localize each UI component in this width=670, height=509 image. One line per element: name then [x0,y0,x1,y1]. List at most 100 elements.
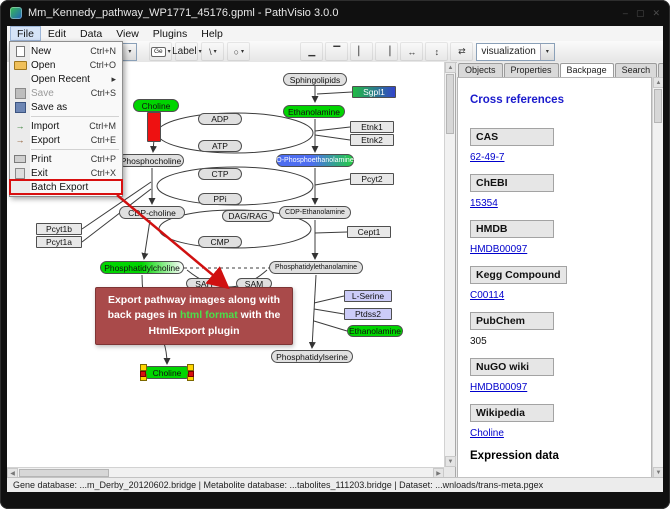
xref-link[interactable]: C00114 [470,290,505,301]
open-folder-icon [12,59,28,71]
pathway-node-atp[interactable]: ATP [198,140,242,152]
scrollbar-thumb[interactable] [654,89,662,123]
pathway-node-ptdss2[interactable]: Ptdss2 [344,308,392,320]
zoom-dropdown-button[interactable]: ▾ [122,43,137,60]
pathway-node-phosphatidylethanolamine[interactable]: Phosphatidylethanolamine [269,261,363,274]
pathway-node-choline[interactable]: Choline [133,99,179,112]
canvas-vertical-scrollbar[interactable]: ▲ ▼ [444,62,456,467]
common-height-button[interactable]: ↕ [425,42,449,61]
pathway-node-adp[interactable]: ADP [198,113,242,125]
menu-view[interactable]: View [116,27,139,40]
menu-item-label: Save [31,87,54,99]
align-top-button[interactable]: ▔ [325,42,349,61]
pathway-node-ethanolamine[interactable]: Ethanolamine [283,105,345,118]
scroll-down-button[interactable]: ▼ [445,456,456,467]
pathway-node-pcyt1b[interactable]: Pcyt1b [36,223,82,235]
menu-edit[interactable]: Edit [47,27,67,40]
align-right-button[interactable]: ▕ [375,42,399,61]
maximize-button[interactable]: ▢ [635,7,645,18]
xref-link[interactable]: HMDB00097 [470,244,528,255]
visualization-combobox[interactable]: visualization ▾ [476,42,555,61]
pathway-node-ctp[interactable]: CTP [198,168,242,180]
menu-file[interactable]: File [10,26,41,41]
file-menu-item-open-recent[interactable]: Open Recent▸ [10,72,122,86]
pathway-node-etnk2[interactable]: Etnk2 [350,134,394,146]
datanode-tool-button[interactable]: Ge ▾ [149,42,173,61]
xref-link[interactable]: Choline [470,428,504,439]
pathway-node-choline[interactable]: Choline [140,364,194,381]
line-tool-button[interactable]: \ ▾ [201,42,225,61]
canvas-horizontal-scrollbar[interactable]: ◀ ▶ [7,467,444,479]
window-controls: – ▢ ✕ [623,8,660,19]
pathway-node-sphingolipids[interactable]: Sphingolipids [283,73,347,86]
scrollbar-thumb[interactable] [446,74,454,134]
common-width-button[interactable]: ↔ [400,42,424,61]
chevron-down-icon: ▾ [198,48,202,55]
expression-data-heading: Expression data [470,450,559,462]
pathway-node-phosphatidylcholine[interactable]: Phosphatidylcholine [100,261,184,274]
tab-objects[interactable]: Objects [458,63,503,77]
tab-legend[interactable]: Legend [658,63,663,77]
selection-handle[interactable] [188,370,194,377]
align-left-button[interactable]: ▏ [350,42,374,61]
align-bottom-button[interactable]: ▁ [300,42,324,61]
pathway-node-sgpl1[interactable]: Sgpl1 [352,86,396,98]
pathway-node-cdp-choline[interactable]: CDP-choline [119,206,185,219]
pathway-node-cdp-ethanolamine[interactable]: CDP-Ethanolamine [279,206,351,219]
align-top-icon: ▔ [333,46,341,56]
pathway-node-pcyt1a[interactable]: Pcyt1a [36,236,82,248]
tab-search[interactable]: Search [614,63,658,77]
menu-data[interactable]: Data [80,27,103,40]
visualization-dropdown-button[interactable]: ▾ [539,43,554,60]
scrollbar-thumb[interactable] [19,469,109,477]
xref-link[interactable]: 62-49-7 [470,152,505,163]
xref-source-header: HMDB [470,220,554,238]
app-icon [10,7,22,19]
file-menu-item-batch-export[interactable]: Batch Export [9,179,123,195]
minimize-button[interactable]: – [622,7,628,18]
menu-help[interactable]: Help [201,27,223,40]
file-menu-item-save-as[interactable]: Save as [10,100,122,114]
scroll-up-button[interactable]: ▲ [653,77,663,88]
scroll-up-button[interactable]: ▲ [445,62,456,73]
menu-shortcut: Ctrl+P [90,154,116,164]
panel-vertical-scrollbar[interactable]: ▲ ▼ [652,77,663,478]
label-tool-button[interactable]: Label ▾ [172,42,202,61]
pathway-node-dag-rag[interactable]: DAG/RAG [222,210,274,222]
pathway-node-phosphocholine[interactable]: Phosphocholine [118,154,184,167]
pathway-node-etnk1[interactable]: Etnk1 [350,121,394,133]
pathway-node-o-phosphoethanolamine[interactable]: O-Phosphoethanolamine [276,154,354,167]
selection-handle[interactable] [140,370,146,377]
visualization-value: visualization [481,46,536,57]
pathway-node-expression-box[interactable] [147,112,161,142]
export-icon [12,134,28,146]
pathway-node-pcyt2[interactable]: Pcyt2 [350,173,394,185]
pathway-node-ppi[interactable]: PPi [198,193,242,205]
pathway-node-l-serine[interactable]: L-Serine [344,290,392,302]
align-bottom-icon: ▁ [308,46,316,56]
pathway-node-phosphatidylserine[interactable]: Phosphatidylserine [271,350,353,363]
tab-backpage[interactable]: Backpage [559,63,614,78]
tab-properties[interactable]: Properties [503,63,559,77]
shape-tool-button[interactable]: ○ ▾ [227,42,251,61]
pathway-node-cmp[interactable]: CMP [198,236,242,248]
xref-link[interactable]: HMDB00097 [470,382,528,393]
exit-icon [12,167,28,179]
menu-plugins[interactable]: Plugins [152,27,188,40]
xref-link[interactable]: 15354 [470,198,498,209]
status-bar: Gene database: ...m_Derby_20120602.bridg… [7,477,663,492]
distribute-button[interactable]: ⇄ [450,42,474,61]
close-button[interactable]: ✕ [652,7,660,18]
pathway-node-cept1[interactable]: Cept1 [347,226,391,238]
chevron-down-icon: ▾ [128,48,132,55]
pathway-node-ethanolamine[interactable]: Ethanolamine [347,325,403,337]
menu-item-label: Batch Export [31,181,89,193]
